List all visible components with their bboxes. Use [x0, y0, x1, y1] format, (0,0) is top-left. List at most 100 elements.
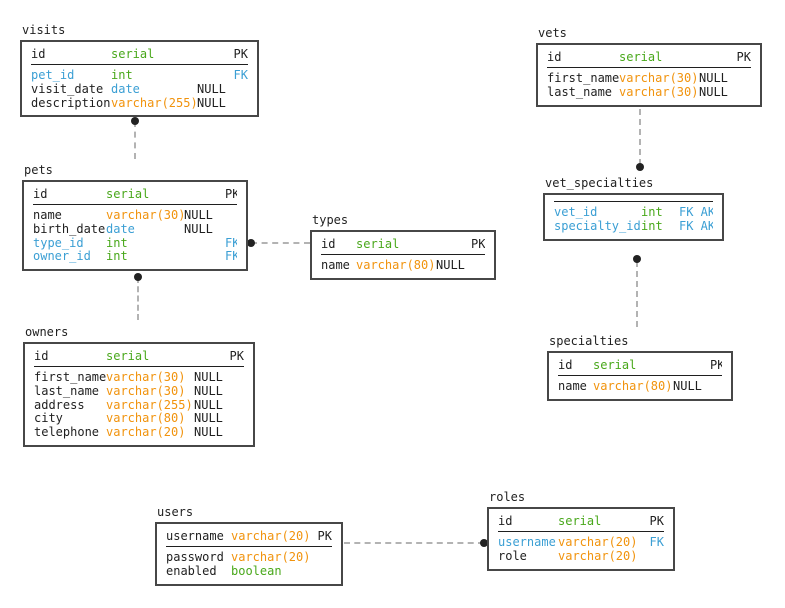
column-name: owner_id — [33, 250, 91, 264]
column-name: id — [33, 187, 48, 201]
column-name: id — [321, 237, 336, 251]
column-type: varchar(30) — [106, 371, 186, 384]
table-roles: roles id serial PK username varchar(20) … — [487, 490, 675, 571]
table-title: vet_specialties — [545, 176, 654, 190]
header-separator — [166, 546, 332, 547]
column-row: specialty_id int FK AK — [554, 220, 713, 234]
column-null — [673, 357, 710, 373]
column-key: FK AK — [679, 206, 713, 219]
column-type: int — [641, 219, 663, 233]
table-box: id serial PK first_name varchar(30) NULL… — [536, 43, 762, 107]
column-key: PK — [233, 47, 248, 61]
column-null — [194, 348, 229, 364]
header-separator — [554, 201, 713, 202]
column-row: last_name varchar(30) NULL — [547, 86, 751, 100]
table-pets: pets id serial PK name varchar(30) NULL … — [22, 163, 248, 272]
header-row — [554, 195, 713, 199]
connector-vets-vet_specialties — [639, 109, 641, 165]
column-type: serial — [619, 50, 663, 64]
table-vets: vets id serial PK first_name varchar(30)… — [536, 26, 762, 107]
column-type: varchar(20) — [231, 529, 311, 543]
column-null: NULL — [194, 371, 223, 384]
column-name: visit_date — [31, 82, 104, 96]
column-null — [699, 49, 736, 65]
column-null: NULL — [436, 259, 465, 272]
column-key — [641, 550, 664, 564]
column-key: PK — [471, 237, 485, 251]
column-type: varchar(30) — [619, 85, 699, 99]
column-key: PK — [736, 50, 751, 64]
column-type: serial — [558, 514, 602, 528]
column-type: varchar(20) — [231, 551, 311, 564]
column-name: last_name — [34, 384, 100, 398]
column-type: varchar(20) — [106, 426, 186, 440]
header-row: username varchar(20) PK — [166, 524, 332, 544]
column-type: int — [106, 236, 128, 250]
column-type: int — [106, 250, 128, 264]
column-key: FK — [649, 536, 664, 549]
column-name: id — [547, 50, 562, 64]
column-name: telephone — [34, 426, 100, 440]
column-type: serial — [356, 237, 400, 251]
header-separator — [33, 204, 237, 205]
table-box: username varchar(20) PK password varchar… — [155, 522, 343, 586]
column-row: first_name varchar(30) NULL — [547, 72, 751, 86]
column-name: first_name — [34, 371, 106, 384]
column-null: NULL — [194, 384, 223, 398]
column-type: varchar(30) — [106, 209, 184, 222]
column-null: NULL — [194, 426, 223, 440]
header-row: id serial PK — [31, 42, 248, 62]
column-row: description varchar(255) NULL — [31, 97, 248, 111]
column-name: name — [321, 259, 350, 272]
column-type: serial — [106, 349, 150, 363]
column-null: NULL — [673, 380, 702, 393]
column-null: NULL — [197, 82, 226, 96]
column-null — [184, 237, 225, 251]
column-type: serial — [106, 187, 150, 201]
column-type: varchar(30) — [619, 72, 699, 85]
column-name: id — [558, 358, 573, 372]
column-key — [313, 565, 332, 579]
header-row: id serial PK — [34, 344, 244, 364]
column-key — [229, 385, 244, 399]
column-type: serial — [593, 358, 637, 372]
column-row: password varchar(20) — [166, 551, 332, 565]
column-null: NULL — [184, 222, 213, 236]
column-name: enabled — [166, 564, 217, 578]
column-null: NULL — [194, 412, 223, 426]
column-type: varchar(80) — [356, 259, 436, 272]
column-key: PK — [317, 529, 332, 543]
column-row: visit_date date NULL — [31, 83, 248, 97]
column-name: specialty_id — [554, 219, 641, 233]
column-null — [184, 186, 225, 202]
column-type: int — [641, 206, 663, 219]
column-key — [736, 86, 751, 100]
column-type: serial — [111, 47, 155, 61]
column-key: FK AK — [679, 219, 713, 233]
column-type: varchar(255) — [106, 398, 193, 412]
column-row: name varchar(80) NULL — [321, 259, 485, 273]
header-row: id serial PK — [547, 45, 751, 65]
connector-vet_specialties-specialties — [636, 261, 638, 327]
column-name: type_id — [33, 236, 84, 250]
column-row: first_name varchar(30) NULL — [34, 371, 244, 385]
column-type: varchar(30) — [106, 384, 186, 398]
column-key — [231, 83, 248, 97]
connection-dot — [131, 117, 139, 125]
column-type: varchar(80) — [106, 412, 186, 426]
column-name: description — [31, 96, 111, 110]
column-null: NULL — [197, 96, 226, 110]
column-key: FK — [225, 236, 237, 250]
column-name: address — [34, 398, 85, 412]
table-title: users — [157, 505, 194, 519]
column-name: username — [166, 529, 224, 543]
connection-dot — [636, 163, 644, 171]
column-null — [436, 236, 471, 252]
column-type: int — [111, 69, 133, 82]
column-key: PK — [649, 514, 664, 528]
table-box: id serial PK name varchar(80) NULL — [547, 351, 733, 401]
column-key — [710, 380, 722, 394]
column-row: telephone varchar(20) NULL — [34, 426, 244, 440]
column-type: varchar(20) — [558, 536, 638, 549]
column-row: name varchar(80) NULL — [558, 380, 722, 394]
